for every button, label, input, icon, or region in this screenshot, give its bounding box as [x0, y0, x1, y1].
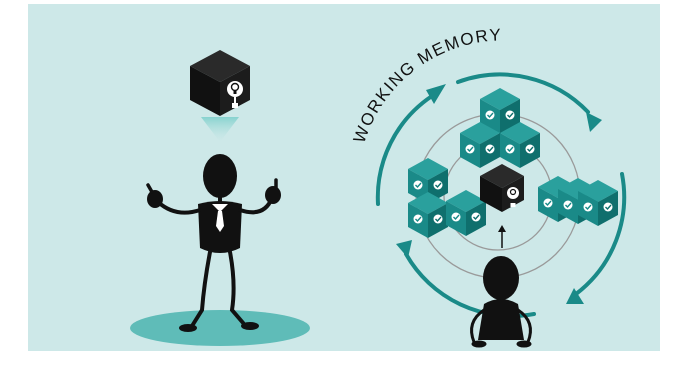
person-head — [483, 256, 519, 300]
working-memory-illustration: WORKING MEMORY — [130, 25, 627, 348]
idea-cube — [190, 50, 250, 116]
lightbulb-icon — [227, 81, 243, 108]
cube-cluster-left — [407, 157, 487, 239]
arrow-heads — [396, 84, 602, 304]
arrow-head-1 — [586, 112, 602, 132]
tie-icon — [216, 211, 224, 232]
center-idea-cube — [480, 164, 524, 212]
left-scene — [130, 50, 310, 346]
upward-arrow — [498, 225, 506, 248]
arrow-head-4 — [426, 84, 446, 104]
cube-cluster-right — [537, 175, 619, 227]
floor-ellipse — [130, 310, 310, 346]
lightbulb-icon — [507, 187, 519, 207]
arrow-head-3 — [396, 240, 412, 258]
person-body — [478, 299, 524, 340]
idea-beam — [201, 117, 239, 142]
cube-cluster-top — [459, 87, 541, 169]
working-memory-scene: WORKING MEMORY — [350, 25, 627, 348]
thinking-person — [146, 154, 281, 332]
person-head — [203, 154, 237, 198]
arrow-head-2 — [566, 288, 584, 304]
illustration-panel: WORKING MEMORY — [28, 4, 660, 351]
seated-person — [470, 256, 532, 348]
